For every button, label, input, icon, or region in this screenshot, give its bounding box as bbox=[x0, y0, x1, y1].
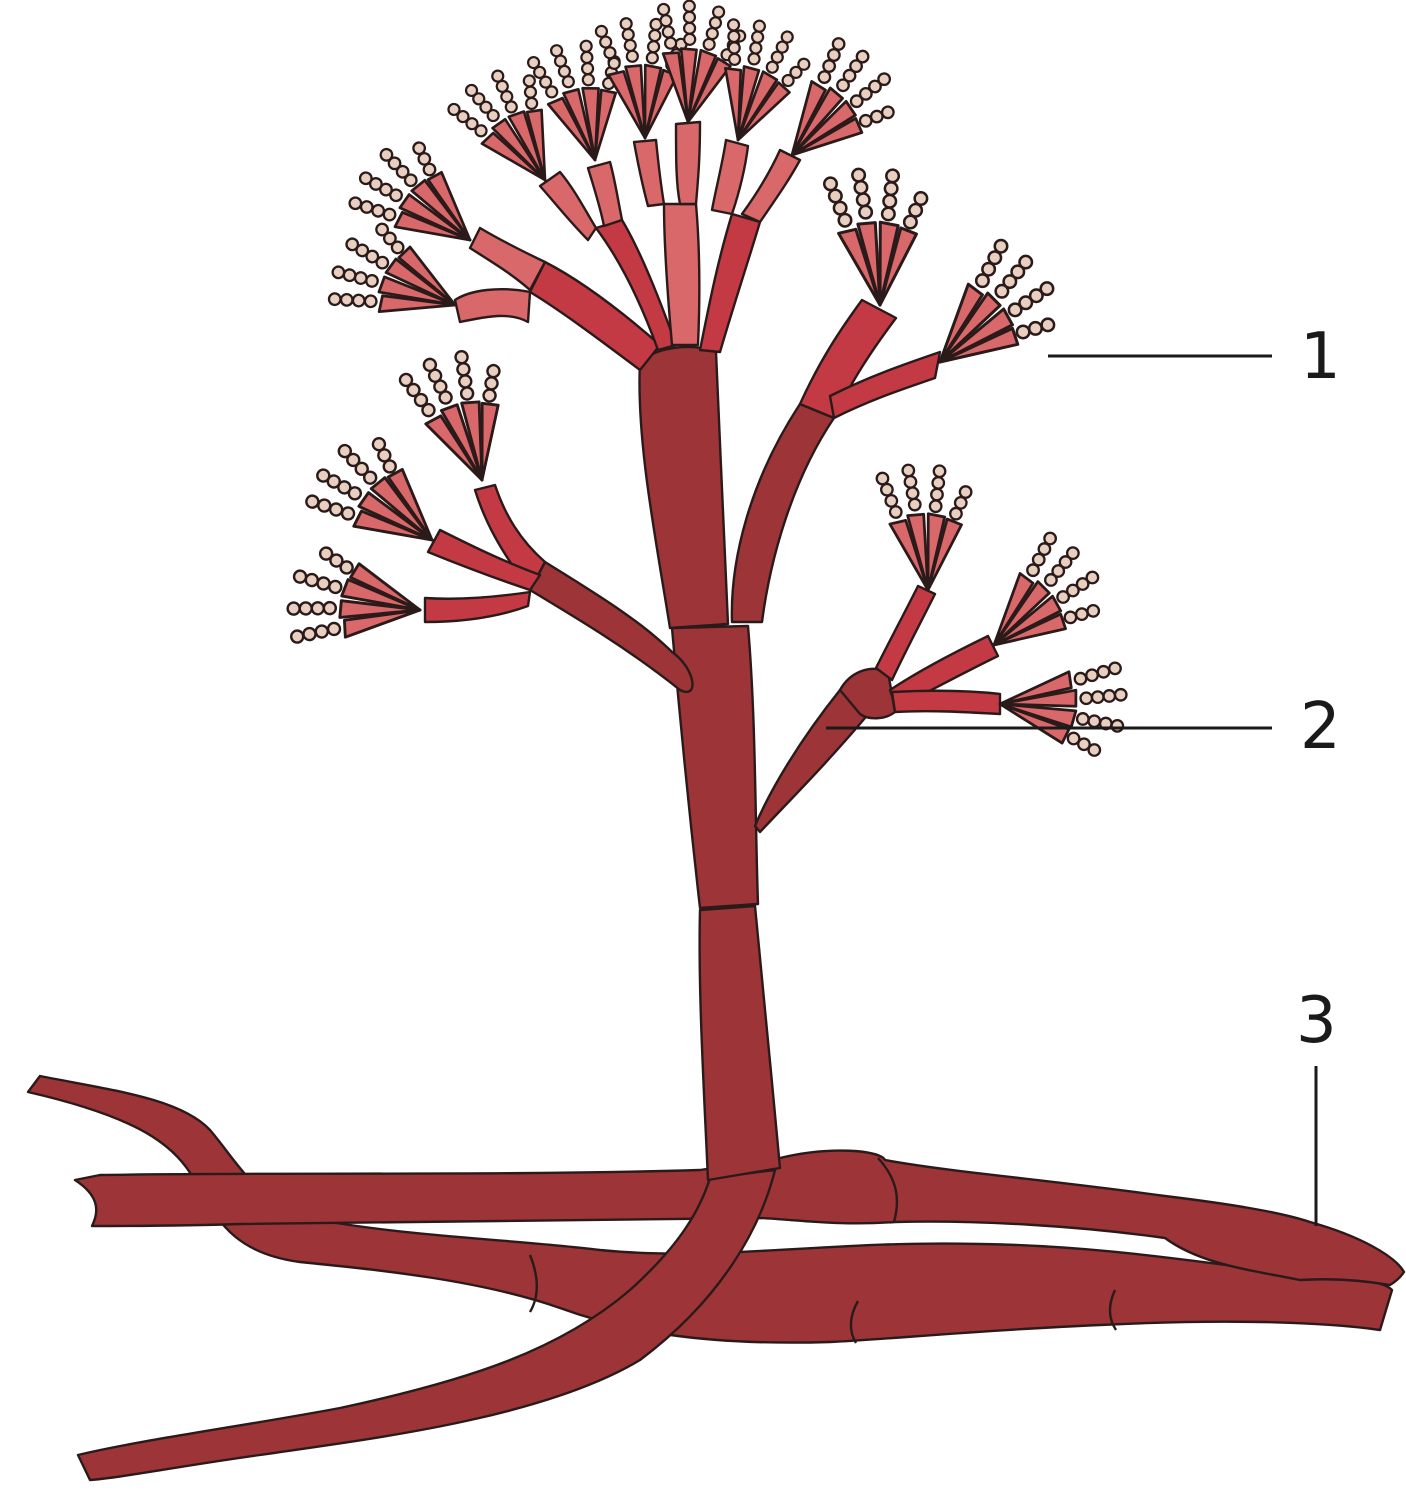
penicillus-lower-right bbox=[840, 459, 1127, 755]
label-1: 1 bbox=[1300, 320, 1341, 394]
penicillus-left bbox=[285, 337, 545, 653]
callout-3: 3 bbox=[1296, 984, 1337, 1226]
label-2: 2 bbox=[1300, 690, 1341, 764]
callout-1: 1 bbox=[1048, 320, 1341, 394]
label-3: 3 bbox=[1296, 984, 1337, 1058]
conidiophore-stalk bbox=[530, 347, 870, 1180]
penicillus-upper-right bbox=[800, 163, 1077, 418]
